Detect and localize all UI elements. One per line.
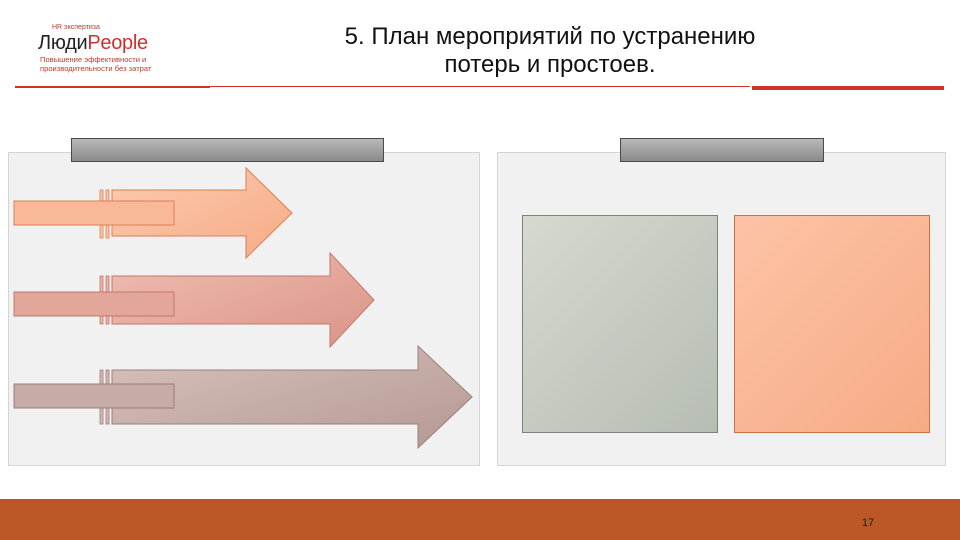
header-rule-middle (210, 86, 750, 87)
logo-brand-ru: Люди (38, 32, 88, 54)
logo-brand-en: People (87, 32, 148, 54)
peach-content-box (734, 215, 930, 433)
logo: HR экспертиза ЛюдиPeople Повышение эффек… (38, 24, 188, 80)
footer-bar (0, 499, 960, 540)
logo-tagline: Повышение эффективности и производительн… (40, 55, 200, 73)
arrow-1 (13, 166, 293, 260)
arrow-2 (13, 251, 375, 349)
slide-title-line2: потерь и простоев. (444, 51, 656, 78)
slide-title-line1: 5. План мероприятий по устранению (344, 23, 756, 50)
logo-brand: ЛюдиPeople (38, 32, 148, 55)
right-panel-header-bar (620, 138, 824, 162)
logo-tagline-line1: Повышение эффективности и (40, 55, 147, 64)
slide-title: 5. План мероприятий по устранению потерь… (220, 23, 880, 79)
header-rule-right (752, 86, 944, 90)
header-rule-left (15, 86, 210, 88)
page-number: 17 (862, 517, 875, 529)
logo-tagline-line2: производительности без затрат (40, 64, 152, 73)
logo-small-text: HR экспертиза (52, 24, 100, 31)
grey-content-box (522, 215, 718, 433)
arrow-3 (13, 344, 473, 450)
left-panel-header-bar (71, 138, 384, 162)
